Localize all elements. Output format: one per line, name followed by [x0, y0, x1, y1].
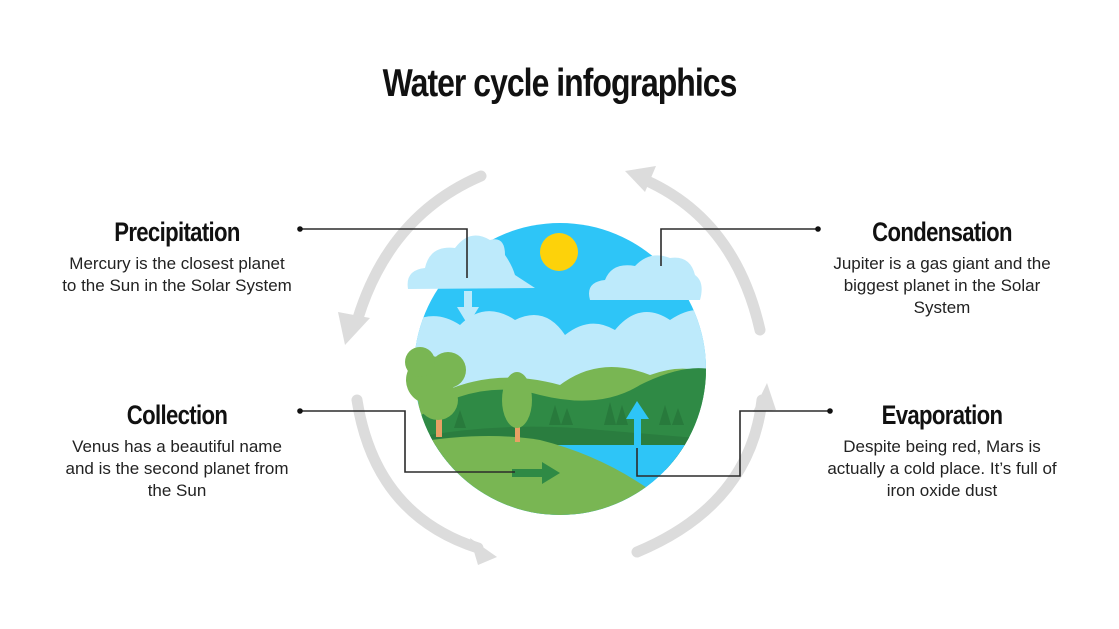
cycle-arrow-top-left-icon — [352, 170, 487, 324]
cycle-arrows — [351, 170, 768, 558]
cycle-arrow-top-right-icon — [639, 174, 766, 336]
precipitation-connector — [300, 228, 468, 278]
arrowhead-bottom-right-icon — [753, 383, 776, 412]
clouds — [407, 235, 702, 300]
tree-large-icon — [405, 347, 466, 437]
tree-small-icon — [502, 372, 532, 442]
collection-connector — [300, 410, 515, 473]
precipitation-description: Mercury is the closest planet to the Sun… — [62, 254, 292, 295]
cycle-arrowheads — [338, 166, 776, 565]
evaporation-arrow-icon — [626, 401, 649, 448]
sun-icon — [540, 233, 578, 271]
evaporation-description: Despite being red, Mars is actually a co… — [827, 437, 1057, 500]
evaporation-heading: Evaporation — [881, 400, 1003, 430]
evaporation-connector — [636, 410, 830, 477]
precipitation-arrow-icon — [457, 291, 479, 325]
connector-lines — [300, 228, 830, 477]
evaporation-block: Evaporation Despite being red, Mars is a… — [827, 398, 1057, 502]
collection-block: Collection Venus has a beautiful name an… — [62, 398, 292, 502]
collection-heading: Collection — [126, 400, 228, 430]
landscape-globe — [414, 223, 706, 515]
collection-description: Venus has a beautiful name and is the se… — [65, 437, 289, 500]
cycle-arrow-bottom-right-icon — [631, 394, 768, 558]
condensation-connector — [660, 228, 818, 266]
connector-dots — [297, 226, 833, 414]
collection-arrow-icon — [512, 462, 560, 484]
page-title: Water cycle infographics — [382, 62, 738, 105]
cycle-arrow-bottom-left-icon — [351, 394, 484, 554]
precipitation-heading: Precipitation — [114, 217, 240, 247]
condensation-heading: Condensation — [872, 217, 1012, 247]
precipitation-block: Precipitation Mercury is the closest pla… — [62, 215, 292, 297]
arrowhead-top-left-icon — [338, 312, 370, 345]
condensation-description: Jupiter is a gas giant and the biggest p… — [833, 254, 1051, 317]
cloud-left-icon — [407, 235, 535, 289]
cloud-right-icon — [589, 255, 702, 300]
arrowhead-top-right-icon — [625, 166, 656, 192]
condensation-block: Condensation Jupiter is a gas giant and … — [827, 215, 1057, 319]
arrowhead-bottom-left-icon — [470, 538, 497, 565]
